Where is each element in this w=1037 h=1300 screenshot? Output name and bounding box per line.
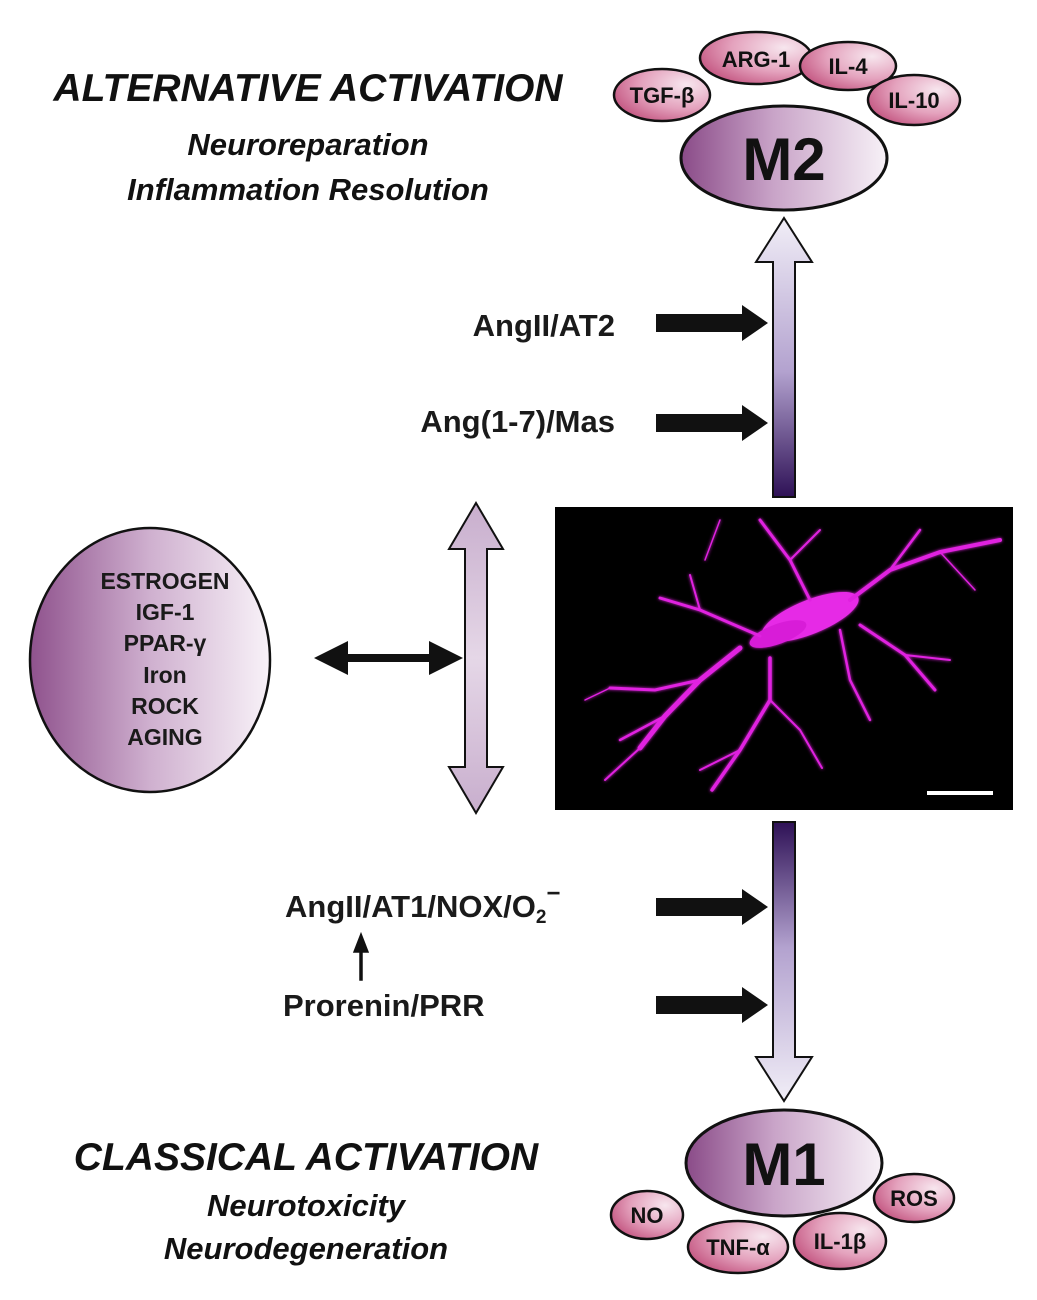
modulator-estrogen: ESTROGEN	[100, 568, 229, 594]
cytokine-il-4: IL-4	[798, 40, 898, 92]
modulator-iron: Iron	[143, 662, 186, 688]
pathway-angii-at1-sub: 2	[536, 907, 547, 928]
modulator-rock: ROCK	[131, 693, 199, 719]
m1-cluster: M1 ROS NO IL-1β TNF-α	[609, 1108, 956, 1275]
scale-bar	[927, 791, 993, 795]
pathway-angii-at1-nox-o2: AngII/AT1/NOX/O2−	[285, 880, 560, 928]
m1-ellipse: M1	[684, 1108, 884, 1218]
cytokine-arg-1-label: ARG-1	[722, 47, 790, 72]
cytokine-no: NO	[609, 1189, 685, 1241]
alternative-activation-title: ALTERNATIVE ACTIVATION	[52, 67, 563, 110]
cytokine-il-1-beta-label: IL-1β	[814, 1229, 867, 1254]
cytokine-ros: ROS	[872, 1172, 956, 1224]
cytokine-tnf-alpha-label: TNF-α	[706, 1235, 770, 1260]
pathway-ang17-mas: Ang(1-7)/Mas	[420, 404, 615, 439]
arrow-angii-at2	[656, 305, 768, 341]
m2-label: M2	[742, 126, 825, 193]
arrow-ang17-mas	[656, 405, 768, 441]
microglia-cell	[584, 518, 1002, 792]
cytokine-tgf-beta: TGF-β	[612, 67, 712, 123]
pathway-angii-at2: AngII/AT2	[473, 308, 615, 343]
microglia-micrograph	[555, 507, 1013, 810]
alternative-line-1: Neuroreparation	[187, 127, 428, 162]
arrow-angii-at1	[656, 889, 768, 925]
classical-line-2: Neurodegeneration	[164, 1231, 448, 1266]
cytokine-ros-label: ROS	[890, 1186, 938, 1211]
cytokine-il-1-beta: IL-1β	[792, 1211, 888, 1271]
m2-cluster: ARG-1 IL-4 TGF-β IL-10 M2	[612, 30, 962, 212]
cytokine-arg-1: ARG-1	[698, 30, 814, 86]
modulator-igf-1: IGF-1	[136, 599, 195, 625]
up-arrow-to-m2	[754, 216, 814, 498]
vertical-double-arrow	[447, 501, 505, 815]
modulator-ppar-gamma: PPAR-γ	[124, 630, 207, 656]
cytokine-no-label: NO	[631, 1203, 664, 1228]
cytokine-il-10-label: IL-10	[888, 88, 939, 113]
classical-line-1: Neurotoxicity	[207, 1188, 407, 1223]
arrow-prorenin-to-angii	[352, 931, 370, 981]
pathway-angii-at1-base: AngII/AT1/NOX/O	[285, 889, 536, 924]
alternative-line-2: Inflammation Resolution	[127, 172, 489, 207]
pathway-angii-at1-sup: −	[546, 880, 560, 907]
cytokine-tnf-alpha: TNF-α	[686, 1219, 790, 1275]
cytokine-il-10: IL-10	[866, 73, 962, 127]
cytokine-tgf-beta-label: TGF-β	[630, 83, 695, 108]
arrow-prorenin	[656, 987, 768, 1023]
pathway-prorenin-prr: Prorenin/PRR	[283, 988, 485, 1023]
m1-label: M1	[742, 1131, 825, 1198]
modulator-aging: AGING	[127, 724, 202, 750]
modulators-ellipse: ESTROGEN IGF-1 PPAR-γ Iron ROCK AGING	[28, 526, 272, 794]
m2-ellipse: M2	[679, 104, 889, 212]
cytokine-il-4-label: IL-4	[828, 54, 868, 79]
classical-activation-title: CLASSICAL ACTIVATION	[74, 1136, 539, 1179]
down-arrow-to-m1	[754, 821, 814, 1103]
horizontal-double-arrow	[314, 641, 463, 675]
